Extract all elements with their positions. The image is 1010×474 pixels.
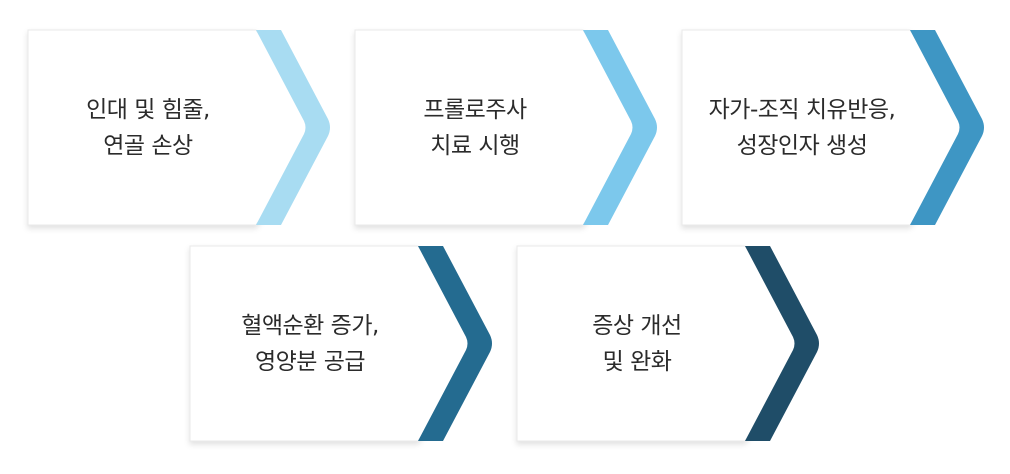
step-2-line-2: 치료 시행: [430, 132, 520, 159]
step-5-shape: [516, 245, 819, 442]
step-5-line-1: 증상 개선: [592, 312, 682, 339]
step-3-box: 자가-조직 치유반응, 성장인자 생성: [681, 29, 992, 226]
step-3-shape: [681, 29, 984, 226]
step-1-label: 인대 및 힘줄, 연골 손상: [28, 30, 268, 225]
step-2-chevron: [583, 30, 657, 225]
step-3-label: 자가-조직 치유반응, 성장인자 생성: [682, 30, 922, 225]
step-3-line-1: 자가-조직 치유반응,: [708, 96, 896, 123]
step-1-line-2: 연골 손상: [103, 132, 193, 159]
step-2-line-1: 프롤로주사: [423, 96, 527, 123]
step-5-box: 증상 개선 및 완화: [516, 245, 827, 442]
step-2-shape: [354, 29, 657, 226]
step-2-box: 프롤로주사 치료 시행: [354, 29, 665, 226]
step-3-chevron: [910, 30, 984, 225]
step-1-chevron: [256, 30, 330, 225]
step-1-box: 인대 및 힘줄, 연골 손상: [27, 29, 338, 226]
step-3-line-2: 성장인자 생성: [736, 132, 868, 159]
step-1-line-1: 인대 및 힘줄,: [86, 96, 210, 123]
step-5-line-2: 및 완화: [602, 348, 672, 375]
step-4-box: 혈액순환 증가, 영양분 공급: [189, 245, 500, 442]
step-1-shape: [27, 29, 330, 226]
step-5-label: 증상 개선 및 완화: [517, 246, 757, 441]
step-4-line-1: 혈액순환 증가,: [241, 312, 379, 339]
step-2-label: 프롤로주사 치료 시행: [355, 30, 595, 225]
step-4-chevron: [418, 246, 492, 441]
step-4-label: 혈액순환 증가, 영양분 공급: [190, 246, 430, 441]
step-5-chevron: [745, 246, 819, 441]
step-4-line-2: 영양분 공급: [254, 348, 366, 375]
step-4-shape: [189, 245, 492, 442]
